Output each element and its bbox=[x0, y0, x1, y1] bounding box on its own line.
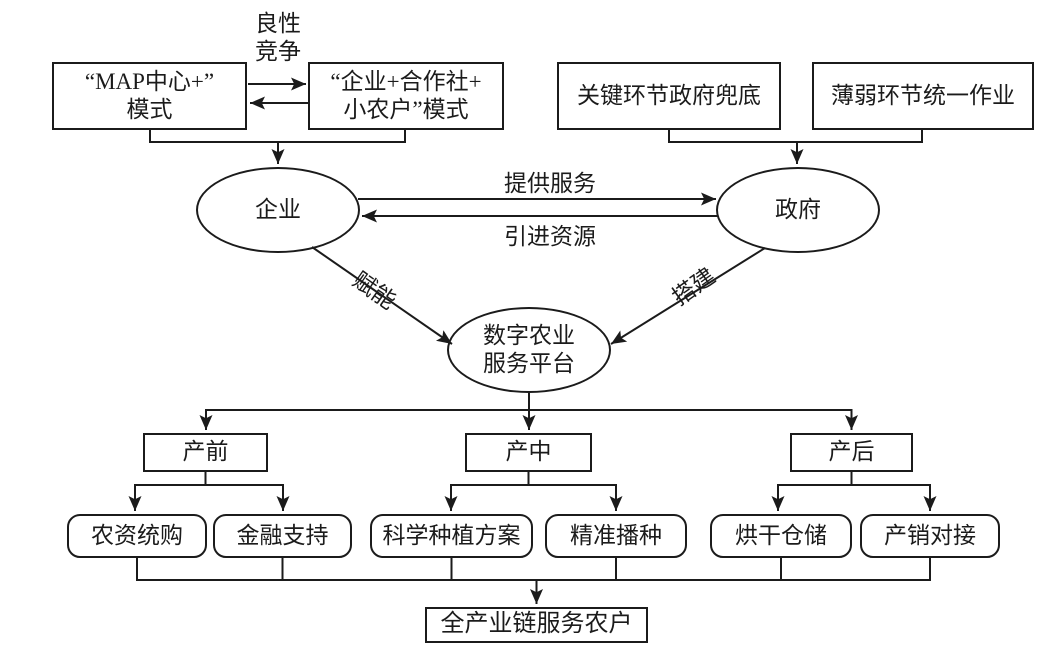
platform-line1: 数字农业 bbox=[483, 322, 575, 348]
gov-backstop-box: 关键环节政府兜底 bbox=[557, 62, 781, 130]
pre-production-box: 产前 bbox=[143, 433, 268, 472]
production-marketing-link-label: 产销对接 bbox=[884, 522, 976, 548]
benign-competition-line1: 良性 bbox=[255, 11, 301, 36]
precision-seeding-box: 精准播种 bbox=[545, 514, 687, 558]
benign-competition-line2: 竞争 bbox=[255, 38, 301, 64]
enterprise-label: 企业 bbox=[255, 196, 301, 222]
map-mode-box: “MAP中心+” 模式 bbox=[52, 62, 247, 130]
scientific-planting-plan-box: 科学种植方案 bbox=[370, 514, 533, 558]
gov-backstop-label: 关键环节政府兜底 bbox=[577, 82, 761, 108]
government-ellipse: 政府 bbox=[716, 167, 880, 253]
full-chain-service-label: 全产业链服务农户 bbox=[440, 611, 633, 638]
mid-production-label: 产中 bbox=[505, 439, 552, 465]
production-marketing-link-box: 产销对接 bbox=[860, 514, 1000, 558]
edge-enterprise-to-platform-arrow bbox=[311, 246, 453, 345]
map-mode-line2: 模式 bbox=[126, 97, 173, 122]
coop-mode-line1: “企业+合作社+ bbox=[330, 68, 482, 94]
edge-pre-split bbox=[134, 472, 284, 486]
edge-topleft-junction bbox=[149, 130, 406, 143]
agri-materials-purchase-label: 农资统购 bbox=[91, 522, 183, 548]
platform-ellipse: 数字农业 服务平台 bbox=[447, 307, 611, 393]
unified-operation-box: 薄弱环节统一作业 bbox=[812, 62, 1034, 130]
edge-post-split bbox=[777, 472, 931, 486]
edge-topright-junction bbox=[668, 130, 923, 143]
platform-line2: 服务平台 bbox=[483, 351, 575, 376]
coop-mode-box: “企业+合作社+ 小农户”模式 bbox=[308, 62, 504, 130]
benign-competition-label: 良性 竞争 bbox=[255, 10, 301, 65]
government-label: 政府 bbox=[775, 196, 821, 222]
post-production-label: 产后 bbox=[828, 439, 875, 465]
edge-collect-lines bbox=[136, 558, 931, 581]
post-production-box: 产后 bbox=[790, 433, 913, 472]
map-mode-line1: “MAP中心+” bbox=[84, 68, 215, 94]
drying-storage-label: 烘干仓储 bbox=[735, 522, 827, 548]
financial-support-box: 金融支持 bbox=[213, 514, 352, 558]
introduce-resources-label: 引进资源 bbox=[504, 224, 596, 250]
unified-operation-label: 薄弱环节统一作业 bbox=[831, 82, 1015, 108]
coop-mode-line2: 小农户”模式 bbox=[343, 97, 469, 122]
precision-seeding-label: 精准播种 bbox=[570, 522, 662, 548]
pre-production-label: 产前 bbox=[182, 439, 229, 465]
edge-mid-split bbox=[450, 472, 617, 486]
scientific-planting-plan-label: 科学种植方案 bbox=[382, 522, 521, 548]
agri-materials-purchase-box: 农资统购 bbox=[67, 514, 207, 558]
edge-government-to-platform-arrow bbox=[610, 247, 766, 345]
financial-support-label: 金融支持 bbox=[236, 522, 329, 548]
full-chain-service-box: 全产业链服务农户 bbox=[425, 607, 648, 643]
enterprise-ellipse: 企业 bbox=[196, 167, 360, 253]
provide-services-label: 提供服务 bbox=[504, 171, 596, 197]
drying-storage-box: 烘干仓储 bbox=[710, 514, 852, 558]
mid-production-box: 产中 bbox=[465, 433, 592, 472]
